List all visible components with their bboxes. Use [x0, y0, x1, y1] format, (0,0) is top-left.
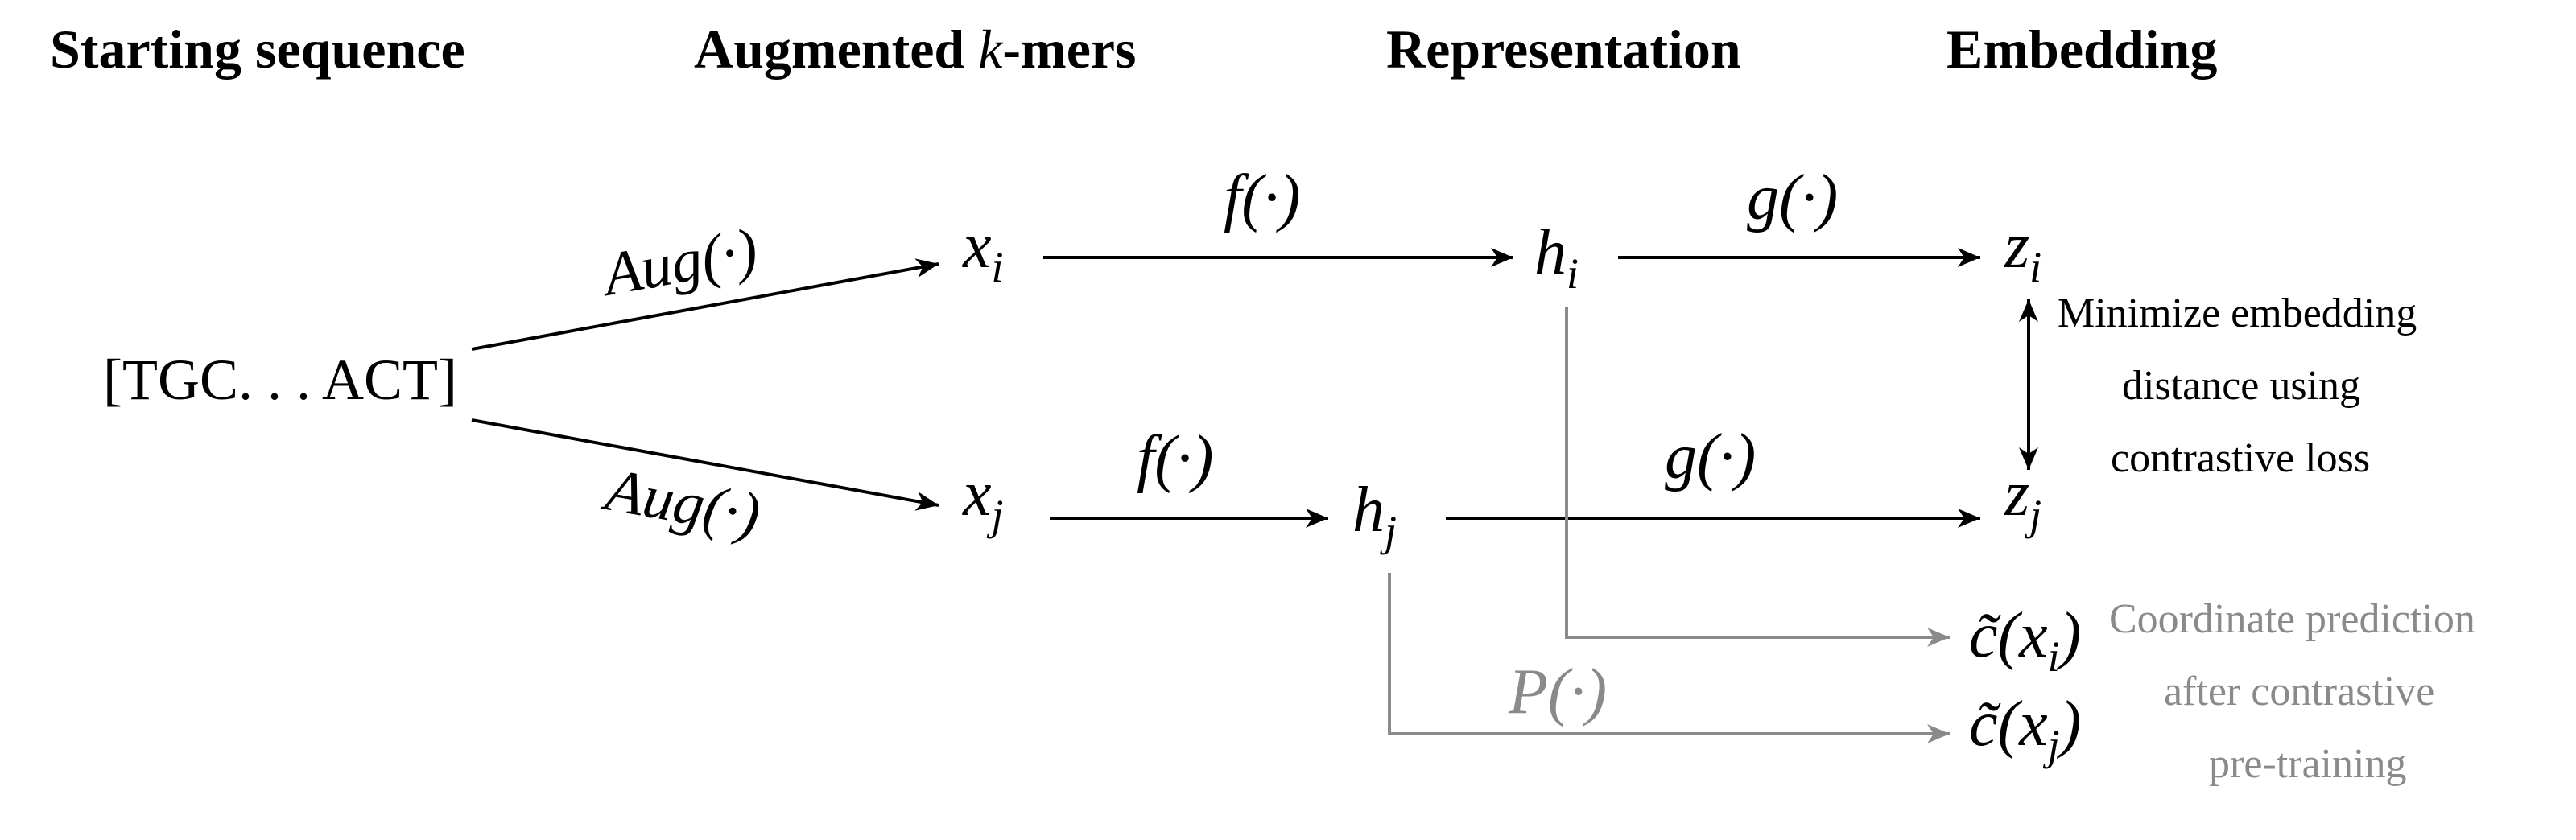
contrastive-note-line-2: distance using	[2122, 363, 2360, 409]
c-x-i-base: x	[2018, 600, 2048, 671]
node-x-i: xi	[962, 211, 1004, 291]
c-x-i-suffix: )	[2057, 600, 2082, 671]
h-j-to-coord-arrow	[1388, 573, 1950, 743]
x-j-base: x	[962, 459, 992, 529]
node-c-x-j: c̃(xj)	[1969, 689, 2081, 769]
node-h-i: hi	[1534, 217, 1579, 298]
coordinate-note-line-1: Coordinate prediction	[2109, 596, 2475, 642]
aug-bottom-arrow	[471, 418, 939, 511]
starting-sequence-label: [TGC. . . ACT]	[103, 348, 457, 412]
header-augmented-suffix: -mers	[1002, 19, 1136, 80]
z-j-base: z	[2004, 459, 2029, 529]
header-augmented-k: k	[978, 19, 1004, 80]
p-label: P(·)	[1508, 657, 1607, 727]
f-top-label: f(·)	[1224, 163, 1301, 233]
node-x-j: xj	[962, 459, 1004, 539]
h-i-sub: i	[1567, 249, 1579, 298]
header-representation: Representation	[1386, 19, 1741, 80]
g-bottom-label: g(·)	[1665, 422, 1756, 492]
c-x-j-prefix: c̃(	[1969, 689, 2023, 760]
contrastive-note-line-1: Minimize embedding	[2058, 290, 2417, 336]
header-embedding: Embedding	[1946, 19, 2217, 80]
h-i-base: h	[1534, 217, 1567, 288]
c-x-i-sub: i	[2048, 632, 2060, 681]
node-z-j: zj	[2004, 459, 2041, 539]
f-bottom-label: f(·)	[1137, 423, 1214, 494]
c-x-i-prefix: c̃(	[1969, 600, 2023, 671]
h-j-sub: j	[1380, 507, 1397, 555]
g-top-label: g(·)	[1747, 163, 1838, 233]
header-starting-sequence: Starting sequence	[50, 19, 465, 80]
aug-top-arrow	[471, 258, 939, 351]
x-i-sub: i	[992, 243, 1004, 291]
c-x-j-sub: j	[2043, 721, 2060, 769]
header-augmented-prefix: Augmented	[694, 19, 978, 80]
node-c-x-i: c̃(xi)	[1969, 600, 2081, 681]
contrastive-note-line-3: contrastive loss	[2111, 435, 2370, 481]
node-h-j: hj	[1352, 475, 1397, 555]
z-j-sub: j	[2025, 491, 2041, 539]
z-i-base: z	[2004, 211, 2029, 282]
h-j-base: h	[1352, 475, 1385, 546]
z-i-sub: i	[2029, 243, 2041, 291]
x-i-base: x	[962, 211, 992, 282]
c-x-j-suffix: )	[2057, 689, 2082, 760]
coordinate-note-line-2: after contrastive	[2164, 669, 2434, 714]
h-i-to-coord-arrow	[1565, 307, 1950, 647]
c-x-j-base: x	[2018, 689, 2048, 760]
aug-top-label: Aug(·)	[594, 216, 762, 310]
header-augmented-kmers: Augmented k-mers	[694, 19, 1137, 80]
coordinate-note-line-3: pre-training	[2209, 741, 2406, 787]
x-j-sub: j	[987, 491, 1004, 539]
node-z-i: zi	[2004, 211, 2041, 291]
